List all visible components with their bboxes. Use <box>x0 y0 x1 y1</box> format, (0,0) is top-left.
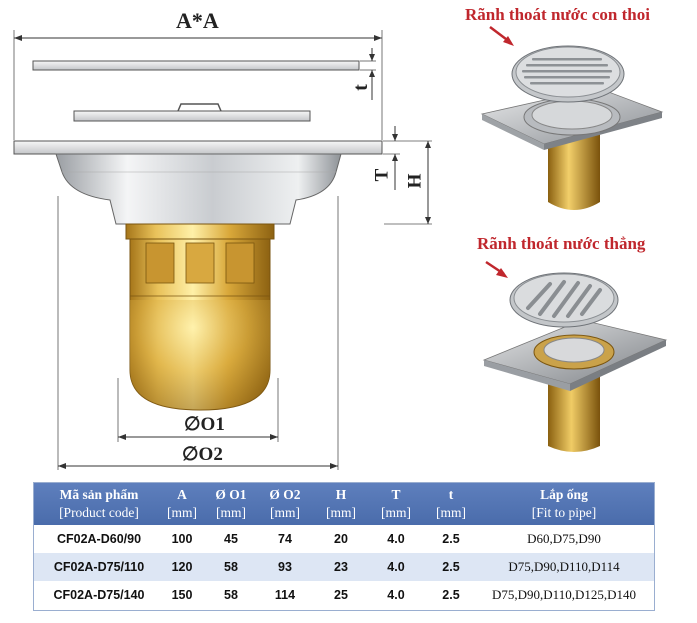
cell-product-code: CF02A-D75/140 <box>53 588 145 602</box>
shuttle-drain-image <box>480 26 664 210</box>
cell-o1: 45 <box>224 532 238 546</box>
cell-a: 100 <box>171 532 193 546</box>
cell-t: 2.5 <box>442 560 460 574</box>
cell-o2: 74 <box>278 532 292 546</box>
cell-a: 120 <box>171 560 193 574</box>
table-header: Mã sản phẩm [Product code] A [mm] Ø O1 [… <box>34 483 654 525</box>
cell-fit-to-pipe: D75,D90,D110,D125,D140 <box>492 587 636 602</box>
cell-h: 23 <box>334 560 348 574</box>
drain-technical-drawing <box>13 30 432 470</box>
header-o1: Ø O1 [mm] <box>215 487 247 520</box>
dimension-a-label: A*A <box>176 8 219 33</box>
header-t: t [mm] <box>436 487 466 520</box>
straight-drain-image <box>482 260 668 452</box>
header-fit-to-pipe: Lắp ống [Fit to pipe] <box>531 487 597 520</box>
cell-T: 4.0 <box>387 532 405 546</box>
cell-o2: 114 <box>274 588 296 602</box>
straight-drain-label: Rãnh thoát nước thẳng <box>477 234 646 253</box>
cell-fit-to-pipe: D60,D75,D90 <box>527 531 601 546</box>
dimension-H-label: H <box>404 173 426 189</box>
cell-product-code: CF02A-D60/90 <box>56 532 142 546</box>
table-row: CF02A-D60/90 100 45 74 20 4.0 2.5 D60,D7… <box>34 525 654 553</box>
cell-h: 20 <box>334 532 348 546</box>
cell-T: 4.0 <box>387 560 405 574</box>
dimension-T-label: T <box>371 168 393 182</box>
dimension-o2-label: ∅O2 <box>182 444 223 465</box>
header-h: H [mm] <box>326 487 356 520</box>
dimension-o1-label: ∅O1 <box>184 414 225 435</box>
spec-table: Mã sản phẩm [Product code] A [mm] Ø O1 [… <box>33 482 655 611</box>
cell-t: 2.5 <box>442 532 460 546</box>
header-a: A [mm] <box>167 487 197 520</box>
cell-fit-to-pipe: D75,D90,D110,D114 <box>508 559 620 574</box>
cell-o1: 58 <box>224 560 238 574</box>
header-T: T [mm] <box>381 487 411 520</box>
cell-h: 25 <box>334 588 348 602</box>
shuttle-drain-label: Rãnh thoát nước con thoi <box>465 5 650 24</box>
table-row: CF02A-D75/140 150 58 114 25 4.0 2.5 D75,… <box>34 581 654 609</box>
dimension-t-small-label: t <box>349 84 372 91</box>
cell-a: 150 <box>171 588 193 602</box>
cell-t: 2.5 <box>442 588 460 602</box>
cell-product-code: CF02A-D75/110 <box>53 560 145 574</box>
cell-o1: 58 <box>224 588 238 602</box>
header-product-code: Mã sản phẩm [Product code] <box>59 487 139 520</box>
table-row: CF02A-D75/110 120 58 93 23 4.0 2.5 D75,D… <box>34 553 654 581</box>
cell-T: 4.0 <box>387 588 405 602</box>
header-o2: Ø O2 [mm] <box>269 487 301 520</box>
cell-o2: 93 <box>278 560 292 574</box>
